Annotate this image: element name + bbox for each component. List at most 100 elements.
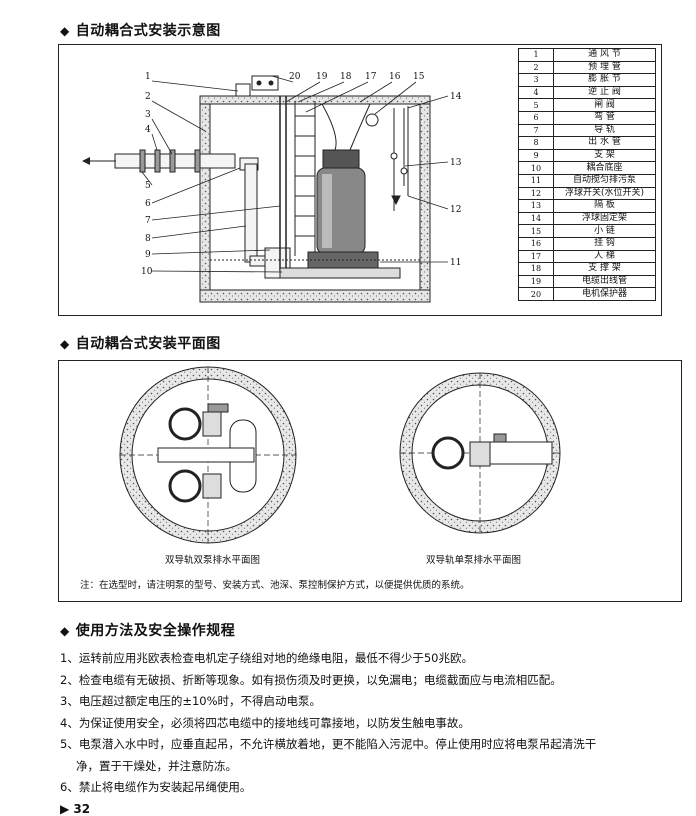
section-title-plan: ◆ 自动耦合式安装平面图 xyxy=(60,333,221,353)
leader-lines xyxy=(141,75,449,273)
callout-3: 3 xyxy=(145,110,151,120)
callout-2: 2 xyxy=(145,92,151,102)
rule-item: 5、电泵潜入水中时，应垂直起吊，不允许横放着地，更不能陷入污泥中。停止使用时应将… xyxy=(60,737,597,751)
plan-double-pump xyxy=(119,366,297,544)
callout-20: 20 xyxy=(289,72,301,82)
callout-4: 4 xyxy=(145,125,151,135)
part-name: 浮球开关(水位开关) xyxy=(553,186,656,201)
plan-caption-right: 双导轨单泵排水平面图 xyxy=(426,555,522,566)
part-number: 6 xyxy=(518,110,554,125)
plan-drawings xyxy=(119,366,561,544)
plan-title-text: 自动耦合式安装平面图 xyxy=(75,336,221,352)
rule-item: 6、禁止将电缆作为安装起吊绳使用。 xyxy=(60,780,252,794)
rule-item: 4、为保证使用安全，必须将四芯电缆中的接地线可靠接地，以防发生触电事故。 xyxy=(60,715,470,730)
part-name: 支 撑 架 xyxy=(553,262,656,276)
part-name: 预 埋 管 xyxy=(553,60,656,75)
rule-item: 1、运转前应用兆欧表检查电机定子绕组对地的绝缘电阻，最低不得少于50兆欧。 xyxy=(60,651,473,665)
diamond-bullet-icon: ◆ xyxy=(60,337,70,351)
part-number: 15 xyxy=(518,224,554,238)
callout-10: 10 xyxy=(141,267,153,277)
callout-numbers: 1 2 3 4 5 6 7 8 9 10 11 12 13 14 15 16 1… xyxy=(141,72,462,277)
callout-18: 18 xyxy=(340,72,352,82)
callout-9: 9 xyxy=(145,250,151,260)
part-number: 4 xyxy=(518,85,554,100)
plan-caption-left: 双导轨双泵排水平面图 xyxy=(165,555,261,566)
part-number: 9 xyxy=(518,148,554,163)
part-number: 16 xyxy=(518,236,554,251)
float-switches xyxy=(390,106,409,211)
plan-single-pump xyxy=(399,372,561,534)
callout-19: 19 xyxy=(316,72,328,82)
part-name: 小 链 xyxy=(553,224,656,238)
part-name: 隔 板 xyxy=(553,199,656,213)
part-name: 耦合底座 xyxy=(553,161,656,175)
callout-7: 7 xyxy=(145,216,151,226)
guide-rails xyxy=(279,96,287,271)
lifting-chain xyxy=(300,103,379,151)
callout-5: 5 xyxy=(145,181,151,191)
rule-item-continued: 净，置于干燥处，并注意防冻。 xyxy=(76,758,237,773)
part-number: 17 xyxy=(518,249,554,264)
section-title-usage: ◆使用方法及安全操作规程 xyxy=(60,620,235,640)
outlet-pipeline xyxy=(114,149,291,279)
section-title-install-diagram: ◆ 自动耦合式安装示意图 xyxy=(60,20,221,40)
part-number: 11 xyxy=(518,173,554,188)
part-name: 挂 钩 xyxy=(553,236,656,251)
callout-14: 14 xyxy=(450,92,462,102)
part-name: 电机保护器 xyxy=(553,287,656,301)
part-name: 自动搅匀排污泵 xyxy=(553,173,656,188)
flow-arrow-head xyxy=(82,157,90,165)
part-number: 10 xyxy=(518,161,554,175)
part-number: 20 xyxy=(518,287,554,301)
vent-and-protector xyxy=(235,75,279,97)
part-number: 7 xyxy=(518,123,554,138)
callout-17: 17 xyxy=(365,72,377,82)
part-name: 支 架 xyxy=(553,148,656,163)
part-name: 闸 阀 xyxy=(553,98,656,112)
part-number: 18 xyxy=(518,262,554,276)
part-number: 3 xyxy=(518,73,554,87)
part-name: 人 梯 xyxy=(553,249,656,264)
callout-13: 13 xyxy=(450,158,462,168)
pit-wall xyxy=(199,95,431,303)
page-arrow-icon: ▶ xyxy=(60,802,70,816)
part-name: 电缆出线管 xyxy=(553,274,656,289)
part-number: 13 xyxy=(518,199,554,213)
part-number: 12 xyxy=(518,186,554,201)
part-number: 1 xyxy=(518,48,554,62)
page-number: ▶ 32 xyxy=(60,802,90,816)
rule-item: 3、电压超过额定电压的±10%时，不得启动电泵。 xyxy=(60,694,322,708)
plan-note: 注：在选型时，请注明泵的型号、安装方式、池深、泵控制保护方式，以便提供优质的系统… xyxy=(80,580,470,591)
diamond-bullet-icon: ◆ xyxy=(60,24,70,38)
part-name: 弯 管 xyxy=(553,110,656,125)
install-diagram-title-text: 自动耦合式安装示意图 xyxy=(75,23,221,39)
ladder xyxy=(294,101,316,256)
part-number: 8 xyxy=(518,136,554,150)
part-name: 导 轨 xyxy=(553,123,656,138)
safety-rules-list: 1、运转前应用兆欧表检查电机定子绕组对地的绝缘电阻，最低不得少于50兆欧。 2、… xyxy=(60,648,680,799)
install-diagram: 1 2 3 4 5 6 7 8 9 10 11 12 13 14 15 16 1… xyxy=(82,72,462,303)
part-name: 出 水 管 xyxy=(553,136,656,150)
diamond-bullet-icon: ◆ xyxy=(60,624,70,638)
callout-11: 11 xyxy=(450,258,461,268)
page-number-text: 32 xyxy=(73,802,91,816)
